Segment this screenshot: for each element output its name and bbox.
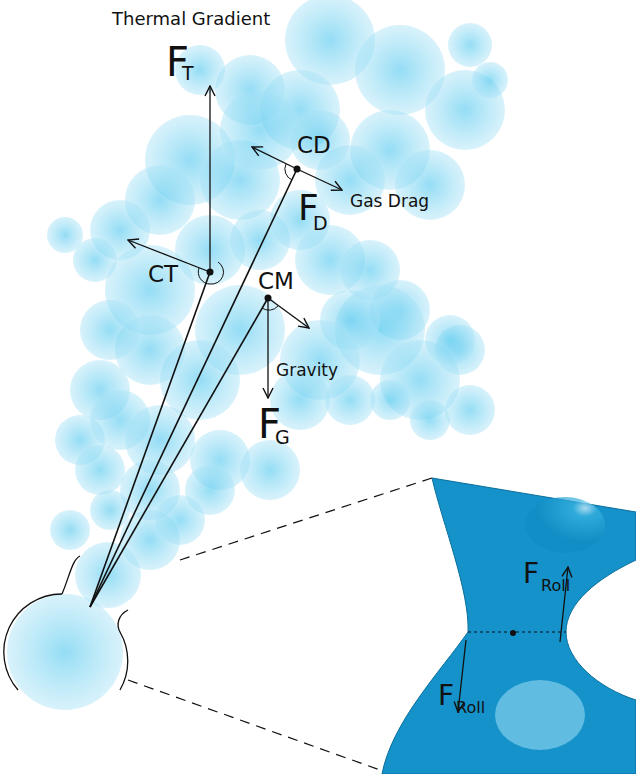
monomer-sphere: [7, 594, 123, 710]
monomer-sphere: [472, 62, 508, 98]
monomer-sphere: [75, 445, 125, 495]
center-point: [294, 166, 301, 173]
force-subscript: Roll: [456, 700, 485, 716]
angle-arc: [262, 306, 278, 310]
monomer-sphere: [240, 440, 300, 500]
monomer-sphere: [290, 110, 350, 170]
center-point: [207, 269, 214, 276]
monomer-sphere: [155, 495, 205, 545]
contact-point: [510, 630, 516, 636]
sphere-outline: [4, 594, 62, 690]
force-name: Gravity: [276, 362, 338, 379]
angle-arc: [285, 164, 292, 180]
force-symbol: F: [523, 560, 539, 588]
center-label: CD: [297, 134, 331, 157]
angle-arc: [198, 262, 223, 284]
lever-line: [90, 169, 297, 607]
monomer-sphere: [220, 90, 300, 170]
force-subscript: G: [275, 428, 290, 447]
monomer-spheres: [7, 0, 508, 710]
force-arrow: [267, 298, 268, 398]
contact-line: [468, 631, 566, 632]
monomer-sphere: [370, 380, 410, 420]
center-label: CT: [148, 263, 178, 286]
sphere-outline: [62, 556, 80, 594]
sphere-outline: [118, 610, 128, 690]
highlight: [495, 680, 585, 750]
force-symbol: F: [438, 682, 454, 710]
neck-zoom: [382, 478, 636, 774]
center-point: [265, 295, 272, 302]
monomer-sphere: [445, 385, 495, 435]
heading-label: Thermal Gradient: [112, 10, 270, 28]
force-arrow: [297, 169, 342, 190]
force-name: Gas Drag: [350, 193, 429, 210]
monomer-sphere: [50, 510, 90, 550]
monomer-sphere: [425, 315, 475, 365]
center-label: CM: [258, 270, 294, 293]
monomer-sphere: [325, 375, 375, 425]
monomer-sphere: [80, 300, 140, 360]
force-subscript: Roll: [541, 578, 570, 594]
torque-arrow: [268, 298, 309, 328]
monomer-sphere: [410, 400, 450, 440]
zoom-guide: [180, 478, 432, 560]
monomer-sphere: [448, 23, 492, 67]
force-subscript: T: [182, 64, 194, 83]
highlight: [525, 497, 605, 553]
force-subscript: D: [313, 214, 328, 233]
torque-arrow: [252, 147, 297, 169]
lever-line: [90, 298, 268, 607]
force-arrow: [209, 86, 210, 272]
zoom-guide: [128, 680, 380, 770]
lever-line: [90, 272, 210, 607]
